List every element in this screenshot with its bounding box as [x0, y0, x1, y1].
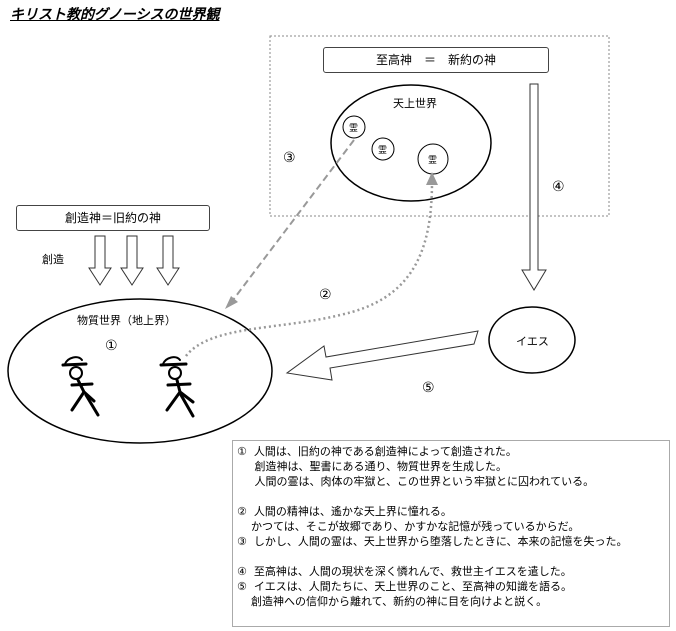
marker-3: ③: [283, 150, 296, 166]
longing-dotted-curve: [185, 181, 434, 357]
jesus-ellipse: [488, 306, 576, 374]
marker-4: ④: [552, 179, 565, 195]
fall-dashed-line: [232, 139, 355, 301]
jesus-label: イエス: [516, 335, 549, 348]
marker-5: ⑤: [422, 380, 435, 396]
note-line-11: 創造神への信仰から離れて、新約の神に目を向けよと説く。: [237, 595, 548, 608]
creation-label: 創造: [42, 253, 64, 266]
note-line-3: 人間の霊は、肉体の牢獄と、この世界という牢獄とに囚われている。: [237, 475, 595, 488]
note-gap-2: [237, 549, 663, 564]
spirit-circle-1: [342, 115, 366, 139]
note-line-1: ① 人間は、旧約の神である創造神によって創造された。: [237, 445, 517, 458]
fall-arrowhead: [225, 296, 238, 309]
marker-1: ①: [105, 338, 118, 354]
descent-arrow: [521, 83, 547, 291]
spirit-circle-2: [371, 137, 395, 161]
page-title: キリスト教的グノーシスの世界観: [10, 7, 220, 23]
heavenly-frame: [269, 35, 610, 217]
human-figure-1: [61, 356, 100, 417]
heavenly-world-ellipse: [330, 84, 492, 202]
spirit-label-2: 霊: [378, 146, 388, 156]
note-line-9: ④ 至高神は、人間の現状を深く憐れんで、救世主イエスを遣した。: [237, 565, 572, 578]
longing-arrowhead: [426, 172, 438, 185]
human-figure-2: [159, 356, 195, 418]
marker-2: ②: [319, 287, 332, 303]
teaching-arrow: [285, 330, 479, 381]
note-line-6: かつては、そこが故郷であり、かすかな記憶が残っているからだ。: [237, 520, 580, 533]
material-world-label: 物質世界（地上界）: [77, 314, 176, 327]
note-line-10: ⑤ イエスは、人間たちに、天上世界のこと、至高神の知識を語る。: [237, 580, 572, 593]
note-line-5: ② 人間の精神は、遙かな天上界に憧れる。: [237, 505, 452, 518]
heavenly-world-label: 天上世界: [393, 97, 437, 110]
explanation-notes: ① 人間は、旧約の神である創造神によって創造された。 創造神は、聖書にある通り、…: [232, 440, 670, 627]
note-line-7: ③ しかし、人間の霊は、天上世界から堕落したときに、本来の記憶を失った。: [237, 535, 628, 548]
creation-arrow-1: [88, 235, 112, 286]
creator-god-box: 創造神＝旧約の神: [16, 205, 210, 231]
spirit-label-1: 霊: [349, 124, 359, 134]
note-line-2: 創造神は、聖書にある通り、物質世界を生成した。: [237, 460, 508, 473]
creation-arrows: [88, 235, 180, 286]
supreme-god-box: 至高神 ＝ 新約の神: [323, 47, 549, 73]
creation-arrow-3: [156, 235, 180, 286]
creation-arrow-2: [120, 235, 144, 286]
spirit-circle-3: [417, 143, 449, 175]
spirit-label-3: 霊: [428, 156, 438, 166]
note-gap-1: [237, 489, 663, 504]
